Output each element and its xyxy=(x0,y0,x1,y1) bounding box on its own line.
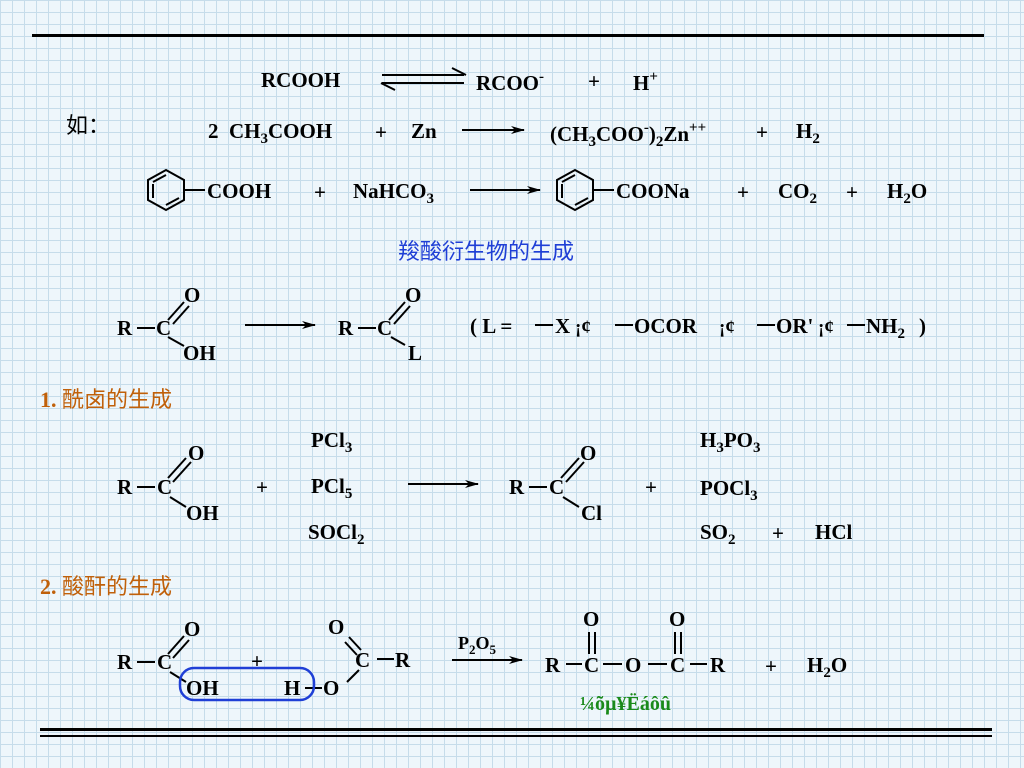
carbonyl-carbon: C xyxy=(377,316,393,340)
water: H2O xyxy=(807,653,848,681)
acetic-acid: 2 CH3COOH xyxy=(208,119,333,147)
reagent-pcl3: PCl3 xyxy=(311,428,353,456)
legend-nh2: NH2 xyxy=(866,314,905,342)
carbonyl-oxygen: O xyxy=(405,283,422,307)
plus-sign: + xyxy=(772,521,784,545)
carbonyl-oxygen: O xyxy=(184,617,201,641)
bottom-rule-2 xyxy=(40,735,992,737)
product-h3po3: H3PO3 xyxy=(700,428,761,456)
hydroxyl: OH xyxy=(186,501,219,525)
legend-separator: ¡¢ xyxy=(818,317,834,338)
plus-sign: + xyxy=(588,69,600,93)
product-hcl: HCl xyxy=(815,520,853,544)
leaving-group-l: L xyxy=(408,341,423,365)
carbonyl-oxygen: O xyxy=(188,441,205,465)
plus-sign: + xyxy=(765,654,777,678)
legend-separator: ¡¢ xyxy=(575,317,591,338)
equilibrium-arrow xyxy=(380,67,467,91)
water: H2O xyxy=(887,179,928,207)
sodium-benzoate-coona: COONa xyxy=(616,179,690,203)
top-rule xyxy=(32,34,984,37)
product-label: ¼õµ¥Ëáôû xyxy=(580,693,671,715)
zinc: Zn xyxy=(411,119,437,143)
legend-x: X xyxy=(555,314,571,338)
carbon-dioxide: CO2 xyxy=(778,179,817,207)
carbonyl-oxygen: O xyxy=(583,607,600,631)
r-group: R xyxy=(117,650,133,674)
rcooh: RCOOH xyxy=(261,68,341,92)
plus-sign: + xyxy=(645,475,657,499)
catalyst-p2o5: P2O5 xyxy=(458,633,497,657)
bridging-oxygen: O xyxy=(625,653,642,677)
example-label: 如： xyxy=(66,114,111,139)
product-pocl3: POCl3 xyxy=(700,476,758,504)
legend-open: ( L = xyxy=(470,314,513,338)
bottom-rule-1 xyxy=(40,728,992,731)
r-group: R xyxy=(117,316,133,340)
carbonyl-carbon: C xyxy=(355,648,371,672)
r-group: R xyxy=(395,648,411,672)
section-title: 羧酸衍生物的生成 xyxy=(398,240,575,265)
carbonyl-oxygen: O xyxy=(669,607,686,631)
carbonyl-oxygen: O xyxy=(328,615,345,639)
reagent-socl2: SOCl2 xyxy=(308,520,365,548)
carbonyl-carbon: C xyxy=(156,316,172,340)
hydrogen: H2 xyxy=(796,119,820,147)
chlorine: Cl xyxy=(581,501,602,525)
hydroxyl: OH xyxy=(186,676,219,700)
legend-close: ) xyxy=(919,314,926,338)
water-elimination-highlight xyxy=(178,666,316,702)
rcoo-anion: RCOO- xyxy=(476,69,544,95)
plus-sign: + xyxy=(251,649,263,673)
reagent-pcl5: PCl5 xyxy=(311,474,353,502)
carbonyl-carbon: C xyxy=(157,475,173,499)
ester-oxygen: O xyxy=(323,676,340,700)
plus-sign: + xyxy=(737,180,749,204)
benzene-ring-icon xyxy=(556,168,614,212)
section-1-heading: 1. 酰卤的生成 xyxy=(40,387,173,413)
plus-sign: + xyxy=(256,475,268,499)
carbonyl-oxygen: O xyxy=(184,283,201,307)
r-group: R xyxy=(710,653,726,677)
section-2-heading: 2. 酸酐的生成 xyxy=(40,574,173,600)
carbonyl-carbon: C xyxy=(157,650,173,674)
carbonyl-carbon: C xyxy=(670,653,686,677)
plus-sign: + xyxy=(375,120,387,144)
legend-or-prime: OR' xyxy=(776,314,814,338)
legend-separator: ¡¢ xyxy=(719,317,735,338)
carbonyl-carbon: C xyxy=(549,475,565,499)
carbonyl-oxygen: O xyxy=(580,441,597,465)
hydroxyl: OH xyxy=(183,341,216,365)
benzoic-acid-cooh: COOH xyxy=(207,179,272,203)
r-group: R xyxy=(338,316,354,340)
proton: H+ xyxy=(633,69,658,95)
product-so2: SO2 xyxy=(700,520,736,548)
legend-ocor: OCOR xyxy=(634,314,697,338)
plus-sign: + xyxy=(846,180,858,204)
carbonyl-carbon: C xyxy=(584,653,600,677)
plus-sign: + xyxy=(314,180,326,204)
zinc-acetate: (CH3COO-)2Zn++ xyxy=(550,120,707,150)
r-group: R xyxy=(117,475,133,499)
benzene-ring-icon xyxy=(147,168,205,212)
plus-sign: + xyxy=(756,120,768,144)
sodium-bicarbonate: NaHCO3 xyxy=(353,179,434,207)
acid-hydrogen: H xyxy=(284,676,301,700)
r-group: R xyxy=(509,475,525,499)
r-group: R xyxy=(545,653,561,677)
